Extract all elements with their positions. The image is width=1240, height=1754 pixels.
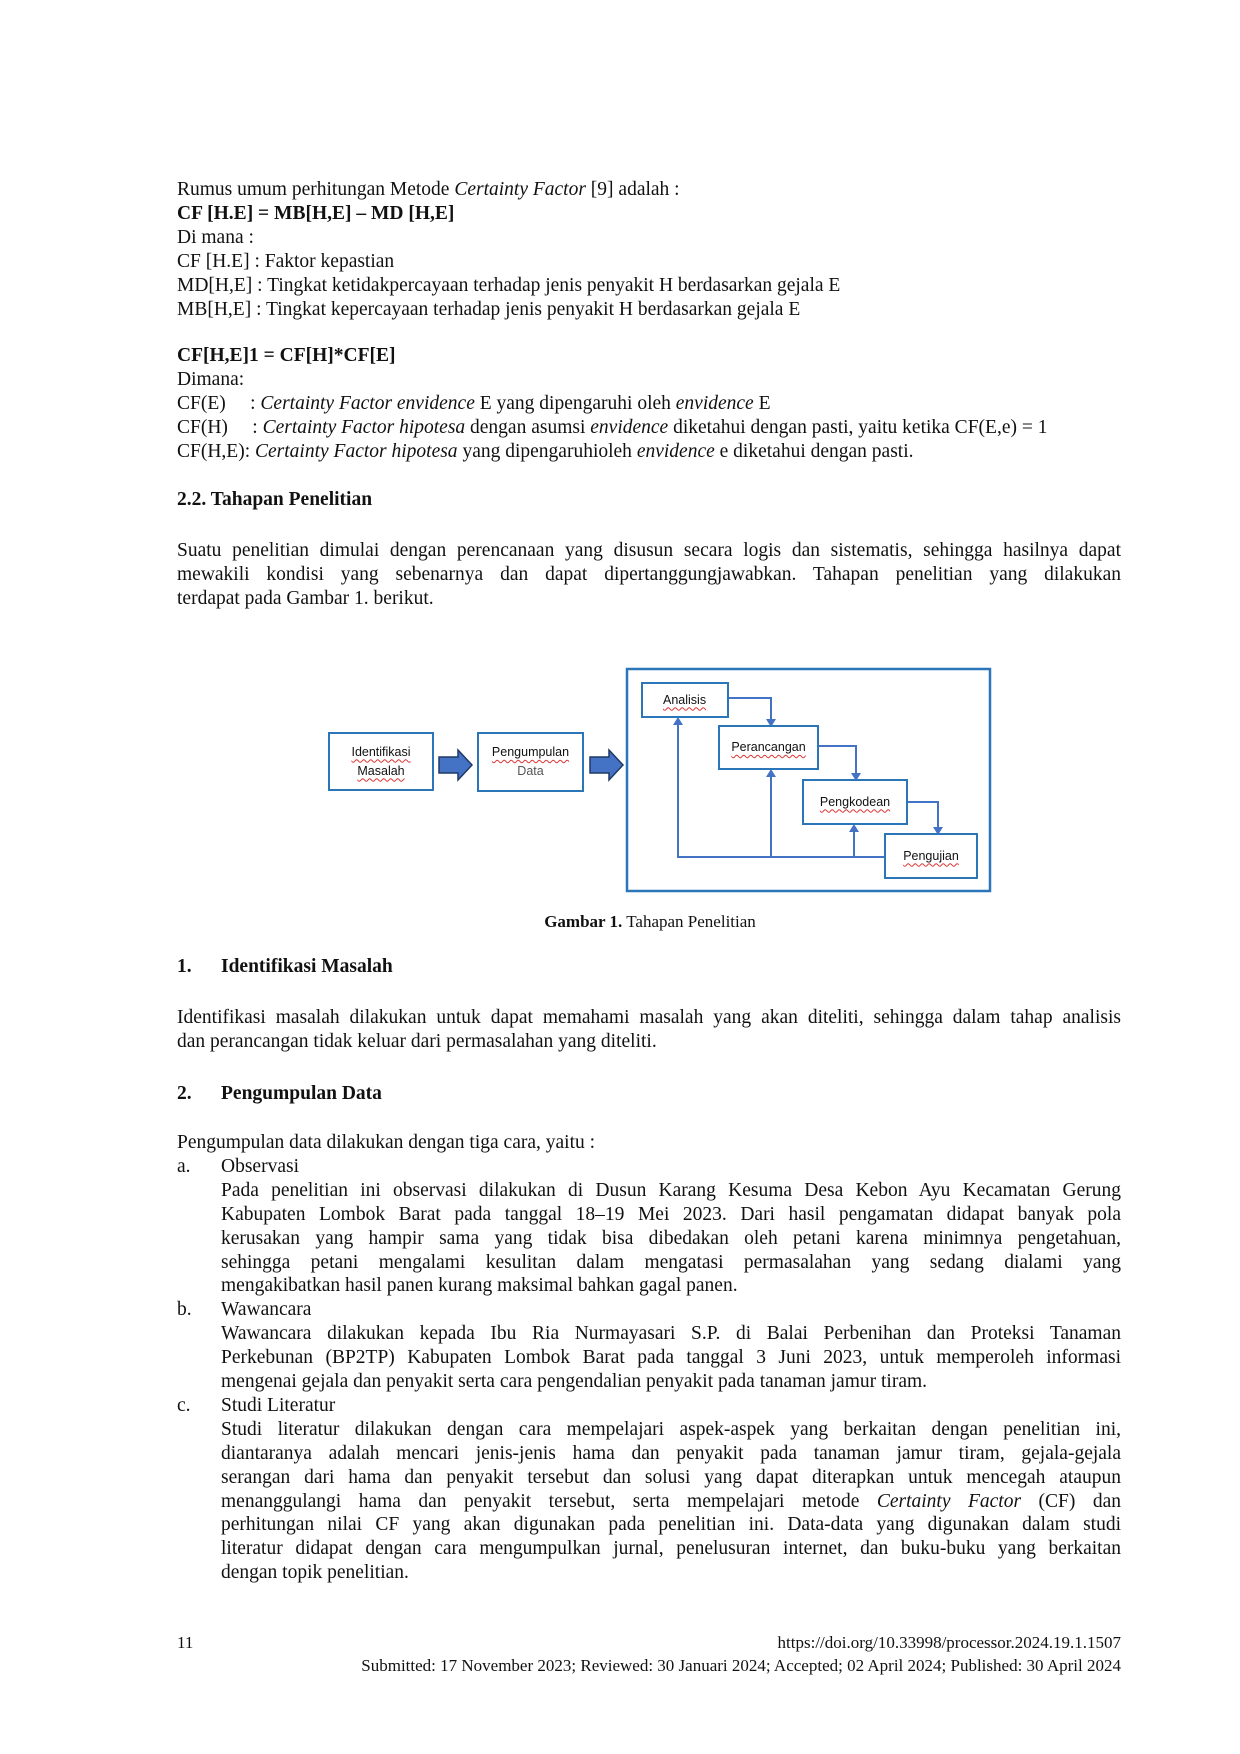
text-span: Rumus umum perhitungan Metode — [177, 179, 455, 200]
section-number: 2. — [177, 1083, 192, 1104]
section-heading-tahapan: 2.2. Tahapan Penelitian — [177, 489, 373, 510]
text-line: menanggulangi hama dan penyakit tersebut… — [221, 1490, 1121, 1514]
text-line: Identifikasi masalah dilakukan untuk dap… — [177, 1007, 1121, 1028]
list-item-title: Studi Literatur — [221, 1394, 336, 1416]
box-label: Data — [517, 764, 544, 778]
box-identifikasi-masalah: Identifikasi Masalah — [328, 732, 434, 791]
list-item-title: Wawancara — [221, 1299, 312, 1321]
italic-term: Certainty Factor — [876, 1490, 1022, 1512]
text-line: CF(E) : Certainty Factor envidence E yan… — [177, 392, 1121, 416]
text-line: perhitungan nilai CF yang akan digunakan… — [221, 1514, 1121, 1536]
caption-text: Tahapan Penelitian — [622, 912, 756, 931]
italic-term: envidence — [636, 440, 715, 462]
box-label: Identifikasi — [351, 744, 411, 759]
box-label: Analisis — [663, 692, 707, 707]
text-line: CF(H,E): Certainty Factor hipotesa yang … — [177, 440, 1121, 464]
box-label: Pengkodean — [819, 794, 891, 809]
bold-formula: CF[H,E]1 = CF[H]*CF[E] — [177, 345, 396, 366]
italic-term: Certainty Factor hipotesa — [262, 416, 466, 438]
text-line: sehingga petani mengalami kesulitan dala… — [221, 1251, 1121, 1273]
page-number: 11 — [177, 1633, 194, 1652]
text-line: CF[H,E]1 = CF[H]*CF[E] — [177, 344, 1121, 368]
text-line: Pada penelitian ini observasi dilakukan … — [221, 1179, 1121, 1201]
text-line: CF(H) : Certainty Factor hipotesa dengan… — [177, 416, 1121, 440]
text-line: Suatu penelitian dimulai dengan perencan… — [177, 540, 1121, 561]
section-heading-pengumpulan: 2. Pengumpulan Data — [177, 1082, 1121, 1106]
box-label: Pengumpulan — [491, 745, 570, 759]
text-line: Perkebunan (BP2TP) Kabupaten Lombok Bara… — [221, 1347, 1121, 1369]
text-span: CF(H) : — [177, 416, 263, 438]
text-span: (CF) dan — [1021, 1490, 1121, 1512]
text-line: kerusakan yang hampir sama yang tidak bi… — [221, 1227, 1121, 1249]
text-line: mengakibatkan hasil panen kurang maksima… — [221, 1275, 738, 1297]
bold-formula: CF [H.E] = MB[H,E] – MD [H,E] — [177, 202, 455, 224]
box-label: Masalah — [357, 763, 405, 778]
block-arrow-icon — [438, 748, 474, 782]
italic-term: envidence — [675, 392, 754, 414]
italic-term: Certainty Factor envidence — [260, 392, 475, 414]
paragraph-identifikasi: Identifikasi masalah dilakukan untuk dap… — [177, 1006, 1121, 1054]
box-label: Perancangan — [731, 740, 806, 754]
formula-cf-combination: CF[H,E]1 = CF[H]*CF[E]Dimana:CF(E) : Cer… — [177, 344, 1121, 464]
text-line: Studi literatur dilakukan dengan cara me… — [221, 1418, 1121, 1440]
box-pengumpulan-data: Pengumpulan Data — [477, 732, 584, 792]
list-marker: a. — [177, 1155, 191, 1177]
text-line: MD[H,E] : Tingkat ketidakpercayaan terha… — [177, 274, 841, 296]
text-line: Wawancara dilakukan kepada Ibu Ria Nurma… — [221, 1323, 1121, 1345]
text-line: mengenai gejala dan penyakit serta cara … — [221, 1371, 928, 1392]
text-line: serangan dari hama dan penyakit tersebut… — [221, 1466, 1121, 1488]
text-line: dan perancangan tidak keluar dari permas… — [177, 1030, 657, 1052]
formula-definitions: Rumus umum perhitungan Metode Certainty … — [177, 178, 1121, 321]
caption-label: Gambar 1. — [544, 912, 623, 931]
text-line: Kabupaten Lombok Barat pada tanggal 18–1… — [221, 1203, 1121, 1225]
text-line: Dimana: — [177, 368, 245, 390]
section-title: Pengumpulan Data — [221, 1083, 382, 1104]
box-label: Pengujian — [903, 848, 959, 863]
figure-caption: Gambar 1. Tahapan Penelitian — [0, 912, 1240, 932]
figure-connectors — [438, 667, 992, 893]
list-item-title: Observasi — [221, 1155, 299, 1177]
text-line: CF [H.E] = MB[H,E] – MD [H,E] — [177, 202, 1121, 226]
list-marker: b. — [177, 1299, 192, 1321]
text-line: mewakili kondisi yang sebenarnya dan dap… — [177, 563, 1121, 585]
text-line: diantaranya adalah mencari jenis-jenis h… — [221, 1442, 1121, 1464]
text-line: MB[H,E] : Tingkat kepercayaan terhadap j… — [177, 298, 801, 320]
text-span: menanggulangi hama dan penyakit tersebut… — [221, 1490, 877, 1512]
text-span: yang dipengaruhioleh — [457, 440, 637, 462]
italic-term: envidence — [590, 416, 669, 438]
text-span: E — [753, 392, 771, 414]
section-heading-identifikasi: 1. Identifikasi Masalah — [177, 955, 1121, 979]
text-line: Di mana : — [177, 226, 254, 248]
box-perancangan: Perancangan — [718, 725, 819, 770]
text-span: CF(E) : — [177, 392, 261, 414]
text-line: dengan topik penelitian. — [221, 1562, 409, 1584]
paragraph-pengumpulan-intro: Pengumpulan data dilakukan dengan tiga c… — [177, 1132, 596, 1153]
text-line: terdapat pada Gambar 1. berikut. — [177, 587, 434, 609]
text-line: CF [H.E] : Faktor kepastian — [177, 250, 395, 272]
box-pengkodean: Pengkodean — [802, 779, 908, 825]
outer-frame — [625, 667, 992, 893]
text-line: Rumus umum perhitungan Metode Certainty … — [177, 178, 1121, 202]
section-title: Identifikasi Masalah — [221, 956, 393, 977]
list-item-body: Studi literatur dilakukan dengan cara me… — [221, 1418, 1121, 1585]
block-arrow-icon — [589, 748, 625, 782]
list-marker: c. — [177, 1394, 191, 1416]
doi-link[interactable]: https://doi.org/10.33998/processor.2024.… — [777, 1633, 1121, 1652]
text-span: diketahui dengan pasti, yaitu ketika CF(… — [668, 416, 1048, 438]
text-span: E yang dipengaruhi oleh — [474, 392, 676, 414]
box-analisis: Analisis — [641, 682, 729, 718]
text-line: literatur didapat dengan cara mengumpulk… — [221, 1538, 1121, 1560]
submission-dates: Submitted: 17 November 2023; Reviewed: 3… — [361, 1656, 1121, 1675]
text-span: dengan asumsi — [465, 416, 591, 438]
text-span: [9] adalah : — [585, 179, 680, 200]
list-item-body: Pada penelitian ini observasi dilakukan … — [221, 1179, 1121, 1299]
text-span: CF(H,E): — [177, 440, 255, 462]
paragraph-tahapan: Suatu penelitian dimulai dengan perencan… — [177, 539, 1121, 611]
text-span: e diketahui dengan pasti. — [714, 440, 914, 462]
section-number: 1. — [177, 956, 192, 977]
box-pengujian: Pengujian — [884, 833, 978, 879]
italic-term: Certainty Factor — [454, 179, 586, 200]
list-item-body: Wawancara dilakukan kepada Ibu Ria Nurma… — [221, 1322, 1121, 1394]
italic-term: Certainty Factor hipotesa — [255, 440, 458, 462]
